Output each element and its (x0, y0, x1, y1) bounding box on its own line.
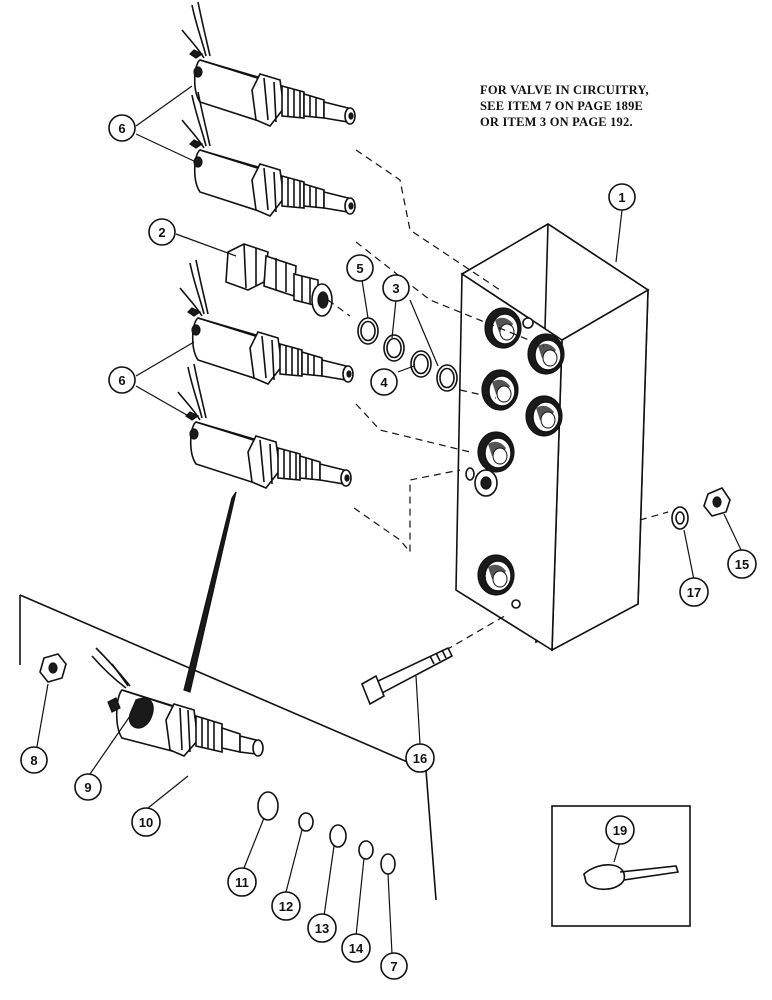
backup-ring-12 (298, 812, 314, 832)
o-ring-11 (257, 791, 279, 821)
callout-6-bottom: 6 (108, 366, 136, 394)
circuitry-reference-note: FOR VALVE IN CIRCUITRY, SEE ITEM 7 ON PA… (480, 82, 760, 130)
svg-text:5: 5 (356, 261, 363, 276)
svg-text:11: 11 (235, 875, 249, 890)
callout-9: 9 (74, 773, 102, 801)
note-line-2: SEE ITEM 7 ON PAGE 189E (480, 99, 644, 113)
callout-13: 13 (307, 913, 337, 943)
callout-3: 3 (382, 274, 410, 302)
alignment-lines (327, 149, 669, 651)
svg-text:6: 6 (118, 373, 125, 388)
svg-text:12: 12 (279, 899, 293, 914)
callout-17: 17 (679, 577, 709, 607)
svg-text:16: 16 (413, 751, 427, 766)
hex-nut-15 (703, 487, 731, 517)
hex-nut-8 (39, 653, 67, 683)
relief-cartridge (225, 243, 333, 317)
callout-11: 11 (227, 867, 257, 897)
solenoid-valve-1 (181, 1, 356, 127)
callout-10: 10 (131, 807, 161, 837)
backup-ring-3a (383, 334, 405, 362)
svg-text:19: 19 (613, 823, 627, 838)
leader-lines (35, 85, 743, 955)
lock-washer-17 (671, 506, 689, 530)
callout-12: 12 (271, 891, 301, 921)
callout-14: 14 (341, 933, 371, 963)
o-ring-13 (329, 824, 347, 848)
svg-text:9: 9 (84, 780, 91, 795)
backup-ring-3b (436, 364, 458, 392)
svg-text:10: 10 (139, 815, 153, 830)
svg-text:7: 7 (390, 959, 397, 974)
note-line-3: OR ITEM 3 ON PAGE 192. (480, 115, 633, 129)
backup-ring-14 (358, 840, 374, 860)
svg-text:4: 4 (380, 375, 388, 390)
svg-text:14: 14 (349, 941, 364, 956)
callout-2: 2 (148, 218, 176, 246)
svg-text:13: 13 (315, 921, 329, 936)
mounting-bolt-16 (360, 646, 454, 706)
svg-text:8: 8 (30, 753, 37, 768)
o-ring-5 (357, 317, 379, 345)
detail-solenoid (91, 647, 264, 757)
callout-1: 1 (608, 183, 636, 211)
callout-4: 4 (370, 368, 398, 396)
detail-panel (19, 491, 437, 901)
o-ring-7 (380, 853, 396, 875)
o-ring-4 (410, 350, 432, 378)
callout-5: 5 (346, 254, 374, 282)
svg-text:15: 15 (735, 557, 749, 572)
callout-19: 19 (605, 815, 635, 845)
callout-16: 16 (405, 743, 435, 773)
callout-15: 15 (727, 549, 757, 579)
svg-text:2: 2 (158, 225, 165, 240)
svg-text:6: 6 (118, 121, 125, 136)
note-line-1: FOR VALVE IN CIRCUITRY, (480, 83, 649, 97)
svg-text:1: 1 (618, 190, 625, 205)
callout-8: 8 (20, 746, 48, 774)
svg-text:17: 17 (687, 585, 701, 600)
callout-7: 7 (380, 952, 408, 980)
callout-6-top: 6 (108, 114, 136, 142)
valve-block (455, 223, 650, 652)
svg-text:3: 3 (392, 281, 399, 296)
